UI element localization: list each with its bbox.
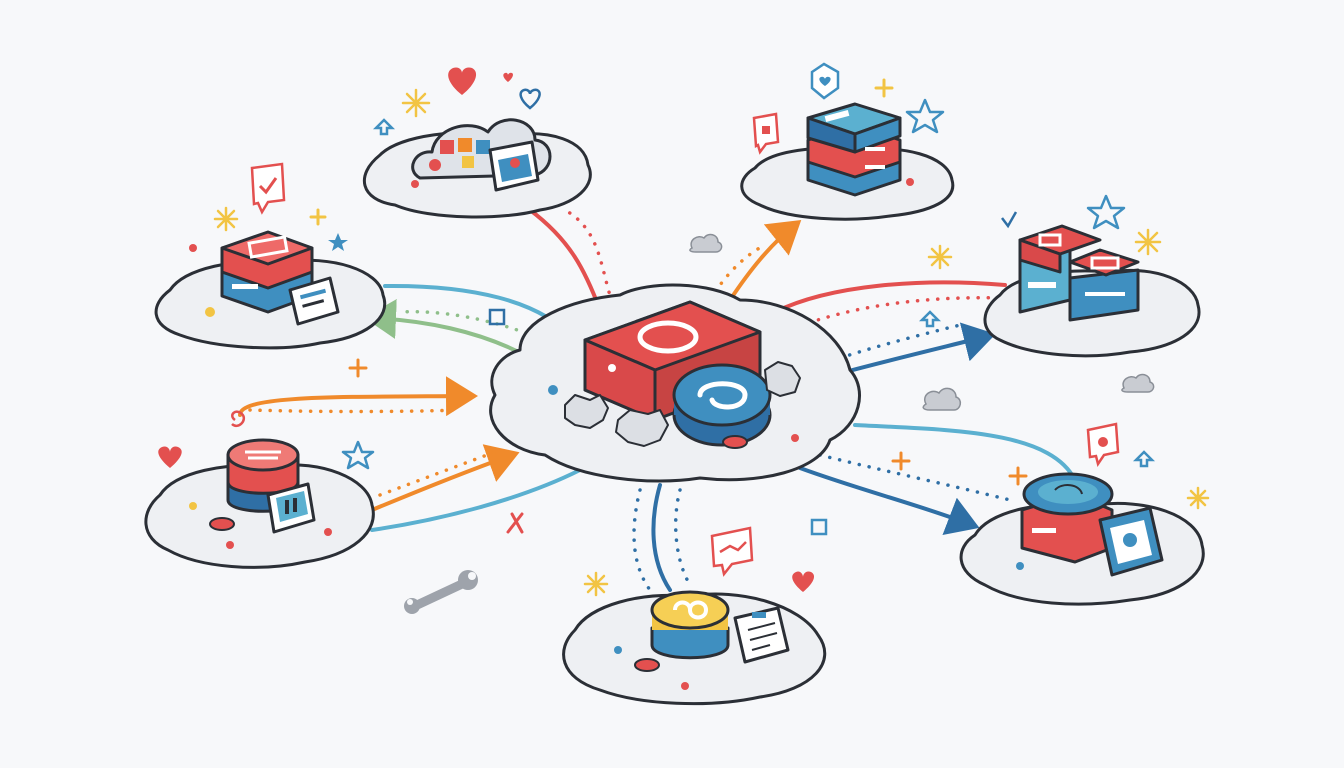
heart-icon — [792, 571, 815, 592]
document-card-icon[interactable] — [288, 276, 340, 326]
connection-hub-bottom — [651, 483, 672, 592]
up-arrow-icon — [372, 118, 396, 136]
bottom-left-node — [189, 438, 332, 549]
speech-bubble-icon — [752, 112, 780, 155]
connection-dotted-hub-right-blue — [838, 323, 962, 360]
star-icon — [328, 233, 348, 251]
dot — [548, 385, 558, 395]
shield-icon — [810, 62, 840, 100]
bottom-node — [614, 590, 790, 690]
dot — [226, 541, 234, 549]
top-right-node — [806, 102, 914, 197]
top-left-node — [411, 118, 552, 192]
heart-icon — [158, 446, 182, 468]
stacked-server-icon[interactable] — [806, 102, 902, 197]
dot — [411, 180, 419, 188]
star-icon — [341, 440, 375, 470]
heart-icon — [448, 67, 477, 95]
dot — [791, 434, 799, 442]
plus-icon — [891, 451, 911, 471]
sparkle-icon — [583, 571, 609, 597]
speech-bubble-icon — [250, 162, 286, 215]
dot — [189, 502, 197, 510]
dot — [205, 307, 215, 317]
speech-bubble-icon — [1086, 422, 1120, 468]
dot — [324, 528, 332, 536]
star-icon — [1086, 194, 1126, 230]
small-cloud-icon — [922, 387, 962, 411]
plus-icon — [1008, 466, 1028, 486]
connection-dotted-hub-bottom-2 — [673, 488, 692, 587]
blue-coin-icon[interactable] — [672, 363, 772, 447]
dot — [906, 178, 914, 186]
squiggle-icon — [231, 410, 246, 428]
up-arrow-icon — [918, 310, 942, 328]
dot — [189, 244, 197, 252]
chart-card-icon[interactable] — [266, 482, 316, 534]
sparkle-icon — [1186, 486, 1210, 510]
sparkle-icon — [213, 206, 239, 232]
plus-icon — [874, 78, 894, 98]
wrench-icon — [404, 570, 478, 614]
plus-icon — [506, 512, 524, 534]
left-node — [189, 230, 340, 326]
connections — [238, 208, 1077, 592]
double-server-icon[interactable] — [1018, 224, 1140, 322]
heart-icon — [503, 72, 513, 82]
connection-bottom-left-hub-blue — [370, 468, 582, 532]
arrow-bottom-left-hub — [370, 444, 520, 512]
blue-cylinder-icon[interactable] — [1020, 472, 1114, 564]
square-icon — [810, 518, 828, 536]
id-card-icon[interactable] — [1098, 506, 1164, 577]
yellow-cylinder-icon[interactable] — [650, 590, 730, 660]
decorations — [158, 62, 1210, 614]
dot — [681, 682, 689, 690]
star-icon — [905, 98, 945, 134]
small-cloud-icon — [1121, 373, 1155, 393]
red-token-icon — [634, 658, 660, 672]
connection-hub-right — [773, 280, 1007, 314]
dot — [614, 646, 622, 654]
dot — [1016, 562, 1024, 570]
speech-bubble-icon — [710, 526, 754, 577]
red-server-icon[interactable] — [220, 230, 314, 314]
arrow-left-to-hub-orange — [238, 376, 478, 417]
plus-icon — [309, 208, 327, 226]
bottom-right-node — [1016, 472, 1164, 577]
connection-hub-top-left — [528, 208, 602, 312]
connection-dotted-hub-top-right — [708, 243, 767, 302]
connection-dotted-left-hub-orange — [248, 408, 462, 414]
up-arrow-icon — [1132, 450, 1156, 468]
picture-card-icon[interactable] — [488, 140, 540, 192]
cylinder-database-icon[interactable] — [226, 438, 300, 513]
red-token-icon — [722, 435, 748, 449]
connection-dotted-hub-right-red — [788, 295, 1002, 332]
check-icon — [1001, 211, 1018, 229]
sparkle-icon — [927, 244, 953, 270]
gear-icon — [564, 361, 801, 447]
sparkle-icon — [1134, 228, 1162, 256]
connection-dotted-hub-bottom-1 — [632, 488, 652, 592]
sparkle-icon — [401, 88, 431, 118]
arrow-hub-bottom-right — [798, 466, 980, 536]
plus-icon — [348, 358, 368, 378]
connection-dotted-bottom-left-hub — [378, 450, 497, 497]
red-token-icon — [209, 517, 235, 531]
right-node — [1018, 224, 1140, 322]
heart-icon — [519, 88, 541, 110]
clipboard-icon[interactable] — [733, 606, 790, 664]
square-icon — [488, 308, 506, 326]
connection-hub-bottom-right — [853, 423, 1077, 482]
small-cloud-icon — [689, 233, 723, 253]
arrow-hub-top-right — [728, 220, 802, 302]
connection-dotted-hub-bottom-right — [818, 453, 1012, 502]
hub-content — [548, 300, 801, 449]
arrow-hub-right — [843, 322, 996, 374]
arrow-hub-left — [364, 299, 532, 360]
